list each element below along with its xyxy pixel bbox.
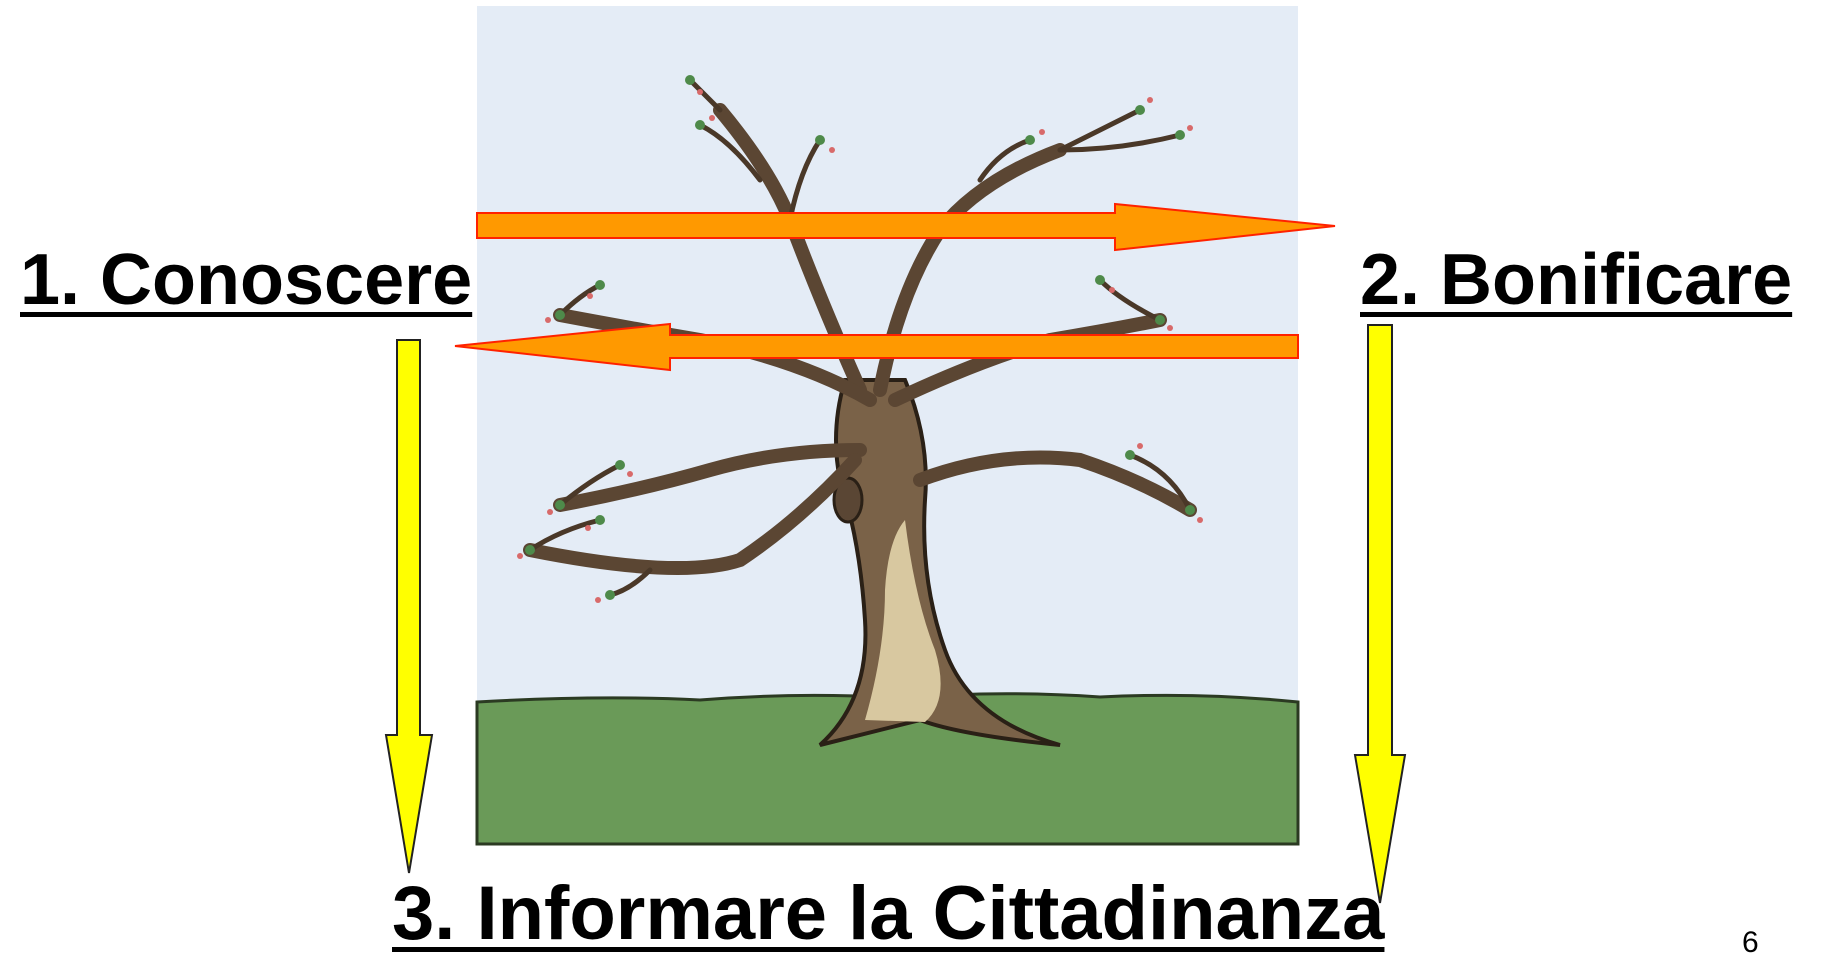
- arrow-left-icon: [454, 322, 1299, 372]
- page-number: 6: [1742, 926, 1759, 959]
- heading-conoscere: 1. Conoscere: [20, 240, 473, 320]
- heading-informare-cittadinanza: 3. Informare la Cittadinanza: [392, 871, 1385, 956]
- arrow-down-icon: [1353, 324, 1407, 904]
- arrow-down-icon: [384, 339, 434, 874]
- tree-knot: [832, 476, 864, 524]
- tree-leaves: [517, 75, 1203, 603]
- heading-bonificare: 2. Bonificare: [1360, 240, 1793, 320]
- tree-illustration: [475, 6, 1300, 846]
- tree-trunk-highlight: [865, 520, 941, 722]
- arrow-right-icon: [476, 202, 1336, 252]
